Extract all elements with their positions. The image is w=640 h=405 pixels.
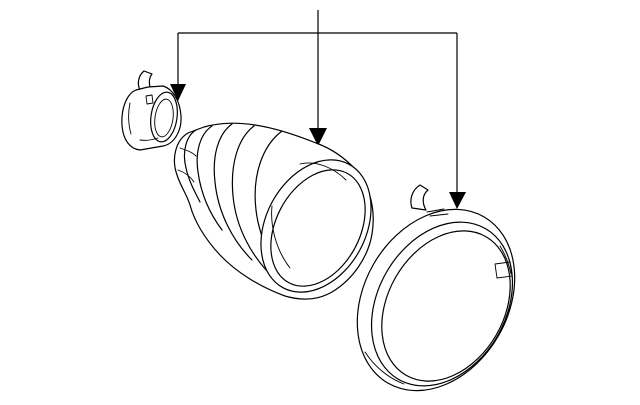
boot-ridge-2 [196, 125, 223, 231]
boot-ridge-1 [183, 129, 201, 203]
boot-ridge-3 [213, 123, 253, 261]
callout-leaders [170, 10, 466, 209]
boot-large-opening [260, 159, 372, 293]
small-clamp-part [121, 70, 182, 151]
arrowhead-boot [309, 128, 327, 146]
cv-boot-part [173, 122, 374, 300]
small-clamp-opening [150, 91, 178, 143]
large-clamp-tab [410, 184, 429, 211]
boot-inner-lip [270, 169, 366, 287]
arrowhead-large-clamp [449, 192, 466, 209]
large-clamp-part [356, 184, 516, 392]
boot-ridge-4 [231, 125, 277, 281]
arrowhead-small-clamp [170, 84, 186, 101]
large-clamp-opening [381, 230, 511, 382]
large-clamp-inner-edge [370, 221, 514, 387]
